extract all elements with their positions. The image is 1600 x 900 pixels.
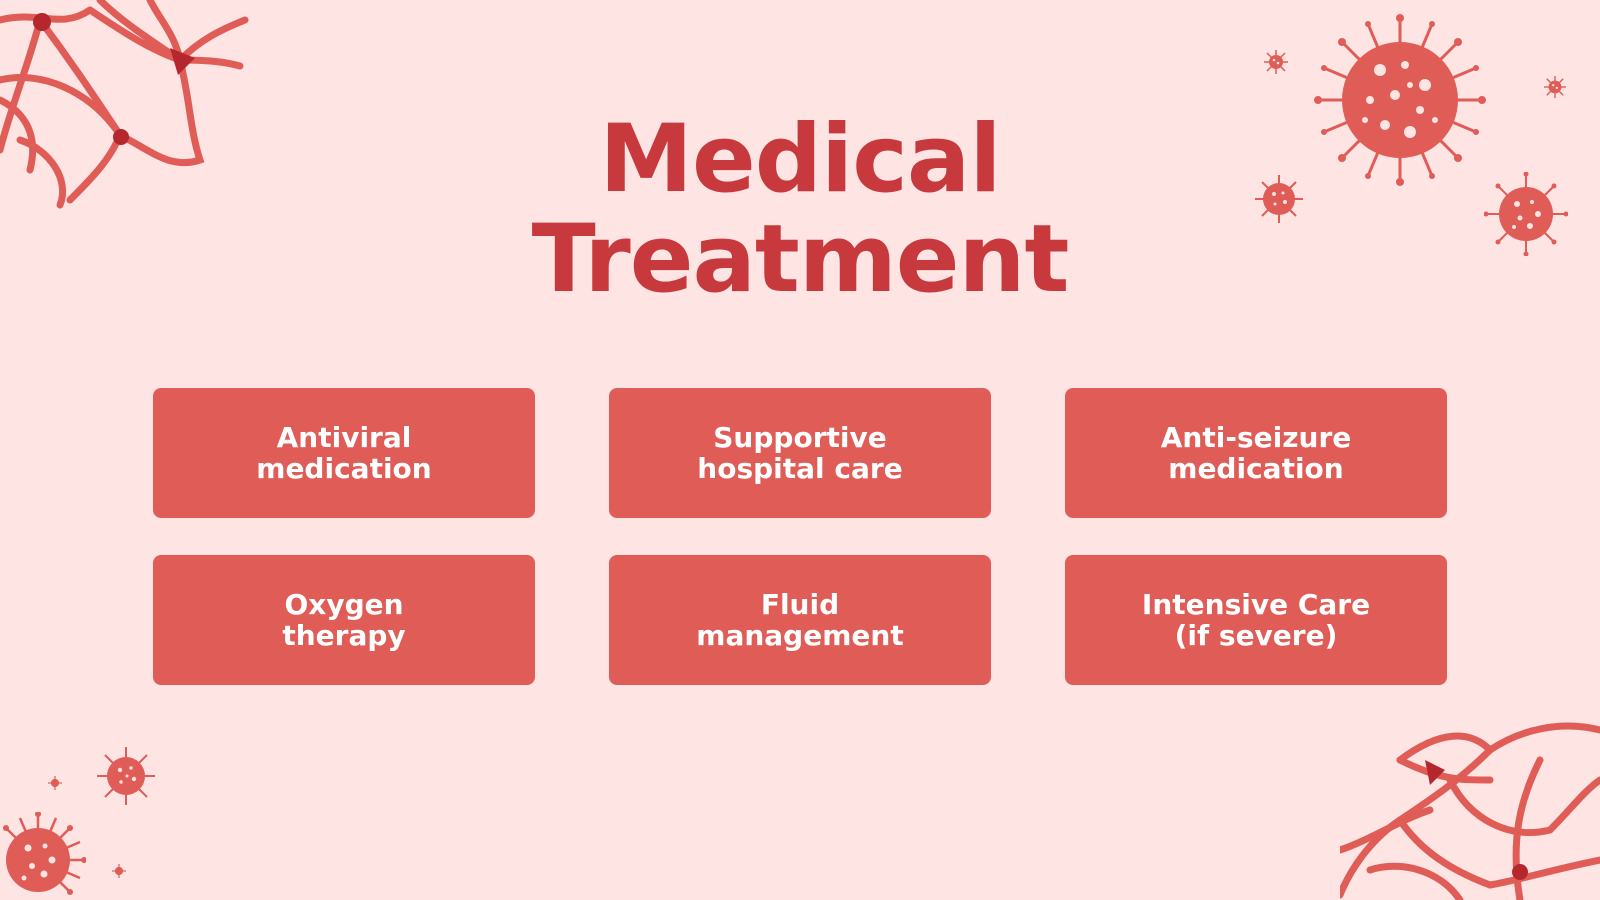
virus-icon	[1544, 76, 1566, 98]
card-text: Anti-seizure medication	[1161, 422, 1352, 484]
treatment-card: Fluid management	[609, 555, 991, 685]
title-line-1: Medical	[599, 105, 1001, 214]
virus-icon	[97, 747, 155, 805]
card-line-2: (if severe)	[1174, 619, 1338, 652]
treatment-card: Supportive hospital care	[609, 388, 991, 518]
treatment-card: Antiviral medication	[153, 388, 535, 518]
card-text: Intensive Care (if severe)	[1142, 589, 1370, 651]
neuron-icon	[1340, 722, 1600, 900]
virus-icon	[1264, 50, 1288, 74]
card-text: Oxygen therapy	[282, 589, 405, 651]
card-line-2: management	[696, 619, 904, 652]
card-line-1: Fluid	[760, 588, 840, 621]
card-line-2: medication	[1168, 452, 1344, 485]
card-line-2: medication	[256, 452, 432, 485]
card-text: Antiviral medication	[256, 422, 431, 484]
card-line-1: Antiviral	[276, 421, 412, 454]
card-line-1: Supportive	[713, 421, 887, 454]
treatment-card: Anti-seizure medication	[1065, 388, 1447, 518]
treatment-card: Oxygen therapy	[153, 555, 535, 685]
card-text: Fluid management	[696, 589, 903, 651]
card-text: Supportive hospital care	[697, 422, 902, 484]
page-title: Medical Treatment	[0, 110, 1600, 310]
treatment-card: Intensive Care (if severe)	[1065, 555, 1447, 685]
card-line-1: Intensive Care	[1141, 588, 1371, 621]
treatment-grid: Antiviral medication Supportive hospital…	[153, 388, 1447, 685]
card-line-2: hospital care	[697, 452, 903, 485]
virus-icon	[112, 864, 126, 878]
card-line-1: Anti-seizure	[1160, 421, 1352, 454]
virus-icon	[3, 812, 86, 895]
title-line-2: Treatment	[531, 205, 1070, 314]
card-line-1: Oxygen	[284, 588, 404, 621]
virus-icon	[48, 776, 62, 790]
card-line-2: therapy	[282, 619, 406, 652]
